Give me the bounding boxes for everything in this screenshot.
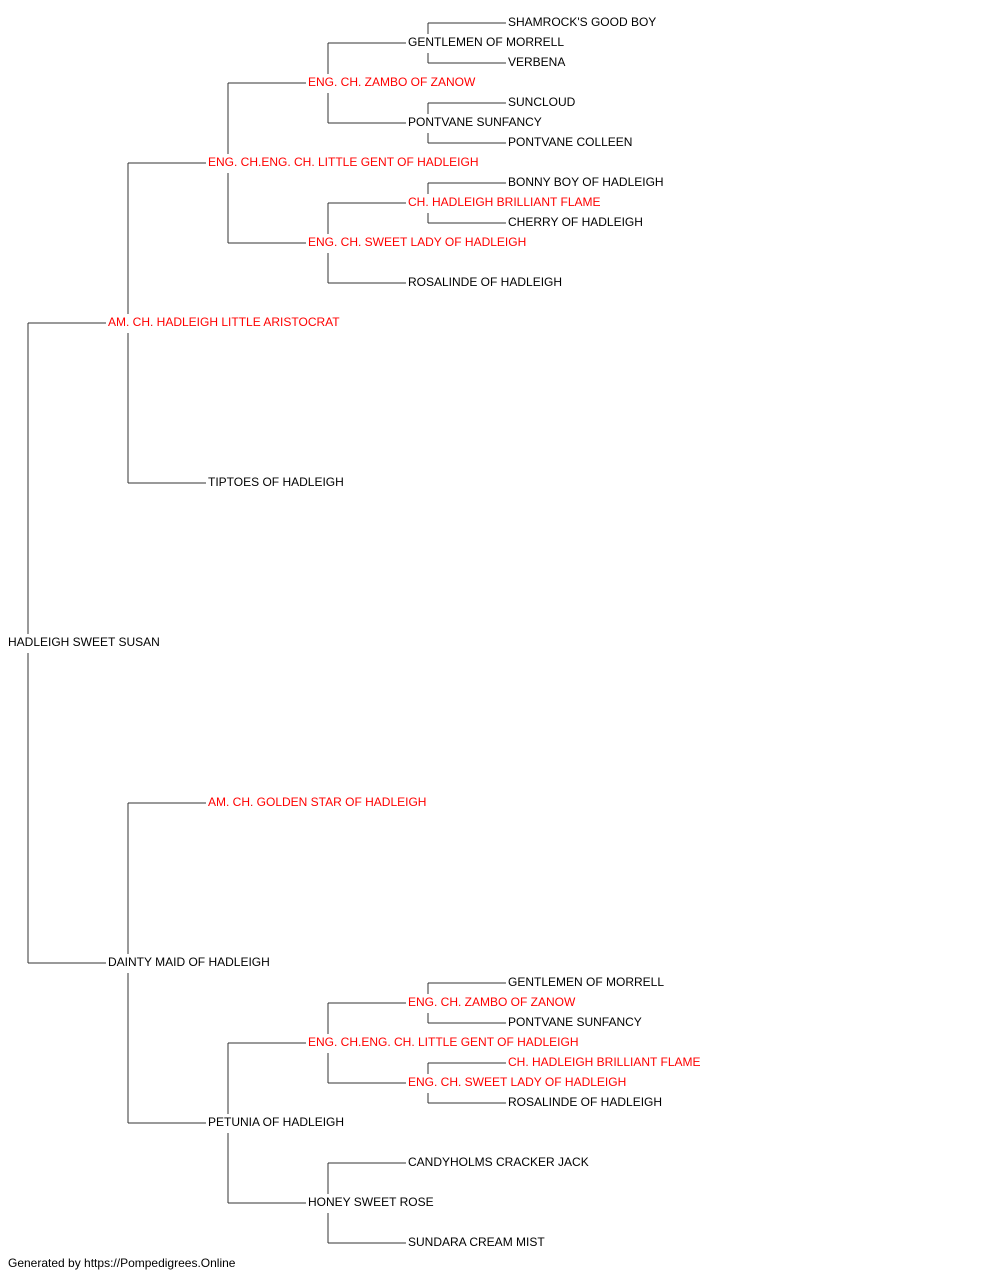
- dog-label-cherry-of-hadleigh: CHERRY OF HADLEIGH: [508, 215, 643, 229]
- dog-label-bonny-boy-of-hadleigh: BONNY BOY OF HADLEIGH: [508, 175, 664, 189]
- dog-label-honey-sweet-rose: HONEY SWEET ROSE: [308, 1195, 434, 1209]
- dog-label-tiptoes-of-hadleigh: TIPTOES OF HADLEIGH: [208, 475, 344, 489]
- dog-label-am-ch-hadleigh-little-aristocrat: AM. CH. HADLEIGH LITTLE ARISTOCRAT: [108, 315, 340, 329]
- dog-label-candyholms-cracker-jack: CANDYHOLMS CRACKER JACK: [408, 1155, 589, 1169]
- dog-label-pontvane-colleen: PONTVANE COLLEEN: [508, 135, 632, 149]
- footer-credit: Generated by https://Pompedigrees.Online: [8, 1256, 236, 1270]
- dog-label-eng-ch-zambo-of-zanow: ENG. CH. ZAMBO OF ZANOW: [308, 75, 476, 89]
- dog-label-eng-ch-eng-ch-little-gent-of-hadleigh: ENG. CH.ENG. CH. LITTLE GENT OF HADLEIGH: [308, 1035, 579, 1049]
- dog-label-am-ch-golden-star-of-hadleigh: AM. CH. GOLDEN STAR OF HADLEIGH: [208, 795, 426, 809]
- dog-label-rosalinde-of-hadleigh: ROSALINDE OF HADLEIGH: [408, 275, 562, 289]
- dog-label-gentlemen-of-morrell: GENTLEMEN OF MORRELL: [508, 975, 664, 989]
- dog-label-petunia-of-hadleigh: PETUNIA OF HADLEIGH: [208, 1115, 344, 1129]
- dog-label-ch-hadleigh-brilliant-flame: CH. HADLEIGH BRILLIANT FLAME: [408, 195, 601, 209]
- dog-label-pontvane-sunfancy: PONTVANE SUNFANCY: [508, 1015, 642, 1029]
- dog-label-eng-ch-sweet-lady-of-hadleigh: ENG. CH. SWEET LADY OF HADLEIGH: [408, 1075, 626, 1089]
- dog-label-shamrock-s-good-boy: SHAMROCK'S GOOD BOY: [508, 15, 656, 29]
- dog-label-gentlemen-of-morrell: GENTLEMEN OF MORRELL: [408, 35, 564, 49]
- dog-label-hadleigh-sweet-susan: HADLEIGH SWEET SUSAN: [8, 635, 160, 649]
- dog-label-verbena: VERBENA: [508, 55, 565, 69]
- dog-label-suncloud: SUNCLOUD: [508, 95, 576, 109]
- dog-label-rosalinde-of-hadleigh: ROSALINDE OF HADLEIGH: [508, 1095, 662, 1109]
- dog-label-sundara-cream-mist: SUNDARA CREAM MIST: [408, 1235, 545, 1249]
- dog-label-eng-ch-zambo-of-zanow: ENG. CH. ZAMBO OF ZANOW: [408, 995, 576, 1009]
- dog-label-eng-ch-sweet-lady-of-hadleigh: ENG. CH. SWEET LADY OF HADLEIGH: [308, 235, 526, 249]
- dog-label-dainty-maid-of-hadleigh: DAINTY MAID OF HADLEIGH: [108, 955, 270, 969]
- dog-label-pontvane-sunfancy: PONTVANE SUNFANCY: [408, 115, 542, 129]
- dog-label-eng-ch-eng-ch-little-gent-of-hadleigh: ENG. CH.ENG. CH. LITTLE GENT OF HADLEIGH: [208, 155, 479, 169]
- dog-label-ch-hadleigh-brilliant-flame: CH. HADLEIGH BRILLIANT FLAME: [508, 1055, 701, 1069]
